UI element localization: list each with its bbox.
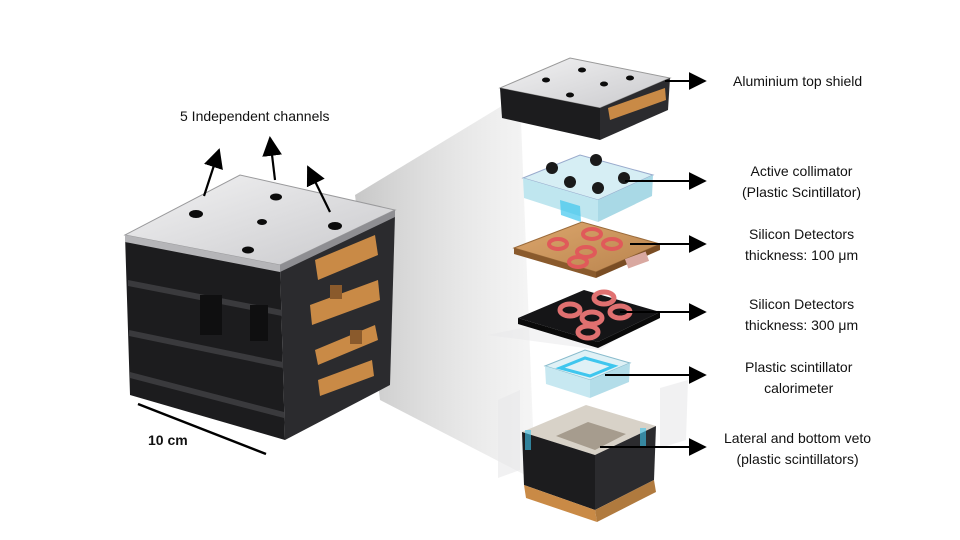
layer-silicon-100-graphic	[512, 221, 662, 278]
label-veto-line1: Lateral and bottom veto	[724, 430, 872, 446]
exploded-view-beam	[355, 95, 535, 480]
channel-arrow-1	[202, 148, 223, 197]
label-silicon-300-line2: thickness: 300 μm	[745, 317, 859, 333]
label-veto: Lateral and bottom veto (plastic scintil…	[724, 428, 871, 470]
layer-calorimeter-graphic	[543, 349, 632, 398]
layer-top-shield-graphic	[498, 57, 672, 140]
label-calorimeter-line2: calorimeter	[764, 380, 834, 396]
channels-label: 5 Independent channels	[180, 106, 329, 127]
label-top-shield-line1: Aluminium top shield	[733, 73, 863, 89]
label-calorimeter: Plastic scintillator calorimeter	[745, 357, 852, 399]
label-collimator-line2: (Plastic Scintillator)	[742, 184, 862, 200]
label-silicon-300: Silicon Detectors thickness: 300 μm	[745, 294, 858, 336]
channels-label-text: 5 Independent channels	[180, 108, 330, 124]
scale-label: 10 cm	[148, 430, 188, 451]
layer-collimator-graphic	[521, 154, 655, 222]
label-collimator-line1: Active collimator	[750, 163, 853, 179]
channel-arrow-2	[262, 136, 282, 181]
label-top-shield: Aluminium top shield	[733, 71, 862, 92]
label-veto-line2: (plastic scintillators)	[736, 451, 859, 467]
label-collimator: Active collimator (Plastic Scintillator)	[742, 161, 861, 203]
label-silicon-100: Silicon Detectors thickness: 100 μm	[745, 224, 858, 266]
layer-silicon-300-graphic	[488, 289, 660, 350]
label-silicon-100-line1: Silicon Detectors	[749, 226, 855, 242]
channel-arrow-3	[306, 165, 331, 213]
assembled-instrument	[123, 174, 397, 440]
label-silicon-300-line1: Silicon Detectors	[749, 296, 855, 312]
scale-bar	[137, 402, 267, 456]
label-calorimeter-line1: Plastic scintillator	[745, 359, 853, 375]
label-silicon-100-line2: thickness: 100 μm	[745, 247, 859, 263]
scale-label-text: 10 cm	[148, 432, 188, 448]
